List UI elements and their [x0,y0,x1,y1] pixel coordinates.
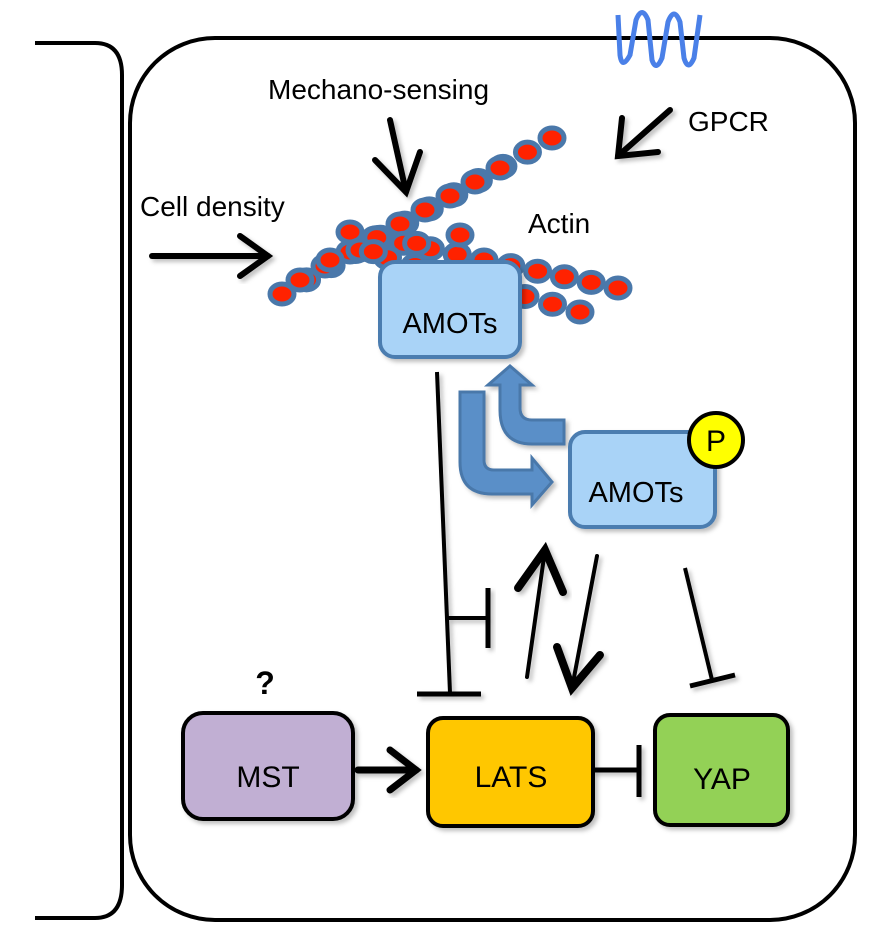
amots-node [378,260,522,359]
yap-node [653,713,790,827]
actin-bead [565,299,595,325]
amots-phospho-label: AMOTs [588,477,683,509]
curved-arrow-right-icon [458,390,554,510]
curved-arrow-up-icon [483,364,566,446]
actin-label: Actin [528,208,590,239]
actin-bead [358,239,388,265]
yap-label: YAP [693,763,751,796]
left-bracket [35,41,124,920]
actin-bead [445,222,475,248]
cell-density-arrow [149,233,274,279]
inhibitor-side-bar [448,588,491,648]
actin-bead [285,267,315,293]
actin-bead [603,275,633,301]
mst-node [181,711,355,821]
lats-label: LATS [475,761,548,794]
lats-to-amots-arrow [514,541,567,679]
actin-bead [460,169,490,195]
actin-bead [538,291,567,317]
amots-inhibits-lats [417,371,481,697]
actin-bead [549,264,579,290]
mechano-sensing-label: Mechano-sensing [268,74,489,105]
amots-phospho-node [568,430,717,529]
amots-inhibits-yap [683,567,736,689]
phosphate-label: P [706,425,726,458]
gpcr-label: GPCR [688,106,769,137]
amots-label: AMOTs [402,308,497,340]
amots-to-lats-arrow [553,554,604,696]
actin-bead [523,258,553,284]
actin-bead [385,211,415,237]
lats-inhibits-yap [593,745,642,797]
phosphate-badge [687,411,745,469]
mst-label: MST [236,761,299,794]
actin-bead [267,281,297,307]
gpcr-arrow [614,107,673,160]
actin-bead [576,269,606,295]
unknown-regulator-mark: ? [255,665,275,701]
actin-bead [315,247,345,273]
actin-bead [410,197,440,223]
mechano-sensing-arrow [372,117,423,198]
gpcr-receptor-icon [615,10,703,68]
actin-bead [512,139,542,165]
actin-bead [485,155,515,181]
actin-bead [402,230,432,256]
cell-density-label: Cell density [140,191,285,222]
actin-bead [537,125,567,151]
actin-bead [435,183,465,209]
mst-activates-lats-arrow [354,746,422,794]
